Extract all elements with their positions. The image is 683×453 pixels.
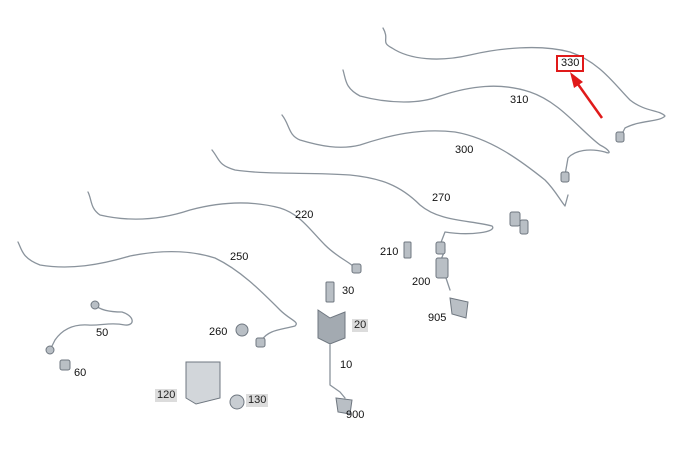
label-50[interactable]: 50 [96, 327, 109, 339]
connector-220 [351, 263, 362, 274]
bracket-900 [335, 397, 353, 415]
label-20[interactable]: 20 [352, 319, 369, 332]
connector-310 [560, 171, 570, 183]
connector-50b [45, 345, 55, 355]
connector-270 [435, 241, 446, 255]
connector-330 [615, 131, 625, 143]
hose-310 [342, 69, 610, 176]
hose-220 [87, 191, 356, 269]
connector-300b [519, 219, 529, 235]
hose-300 [281, 114, 569, 207]
label-250[interactable]: 250 [230, 251, 249, 263]
label-200[interactable]: 200 [412, 276, 431, 288]
label-30[interactable]: 30 [342, 285, 355, 297]
label-330[interactable]: 330 [556, 55, 585, 72]
hose-270 [211, 149, 494, 246]
connector-60 [59, 359, 71, 371]
label-210[interactable]: 210 [380, 246, 399, 258]
sensor-200 [435, 257, 449, 279]
label-900[interactable]: 900 [346, 409, 365, 421]
pipe-10 [329, 344, 346, 399]
connector-300 [509, 211, 521, 227]
highlight-arrow [570, 72, 604, 119]
label-310[interactable]: 310 [510, 94, 529, 106]
bolt-30 [325, 281, 335, 303]
label-10[interactable]: 10 [340, 359, 353, 371]
label-260[interactable]: 260 [209, 326, 228, 338]
label-130[interactable]: 130 [246, 394, 269, 407]
hose-330 [382, 27, 666, 139]
label-905[interactable]: 905 [428, 312, 447, 324]
connector-250 [255, 337, 266, 348]
bolt-210 [403, 241, 412, 259]
hose-250 [17, 241, 297, 341]
label-220[interactable]: 220 [295, 209, 314, 221]
bracket-120 [185, 361, 221, 405]
connector-50a [90, 300, 100, 310]
bracket-20 [317, 309, 346, 345]
plug-260 [235, 323, 249, 337]
hose-50 [49, 304, 133, 351]
label-300[interactable]: 300 [455, 144, 474, 156]
label-270[interactable]: 270 [432, 192, 451, 204]
grommet-130 [229, 394, 245, 410]
label-60[interactable]: 60 [74, 367, 87, 379]
label-120[interactable]: 120 [155, 389, 178, 402]
bracket-905 [449, 297, 469, 319]
